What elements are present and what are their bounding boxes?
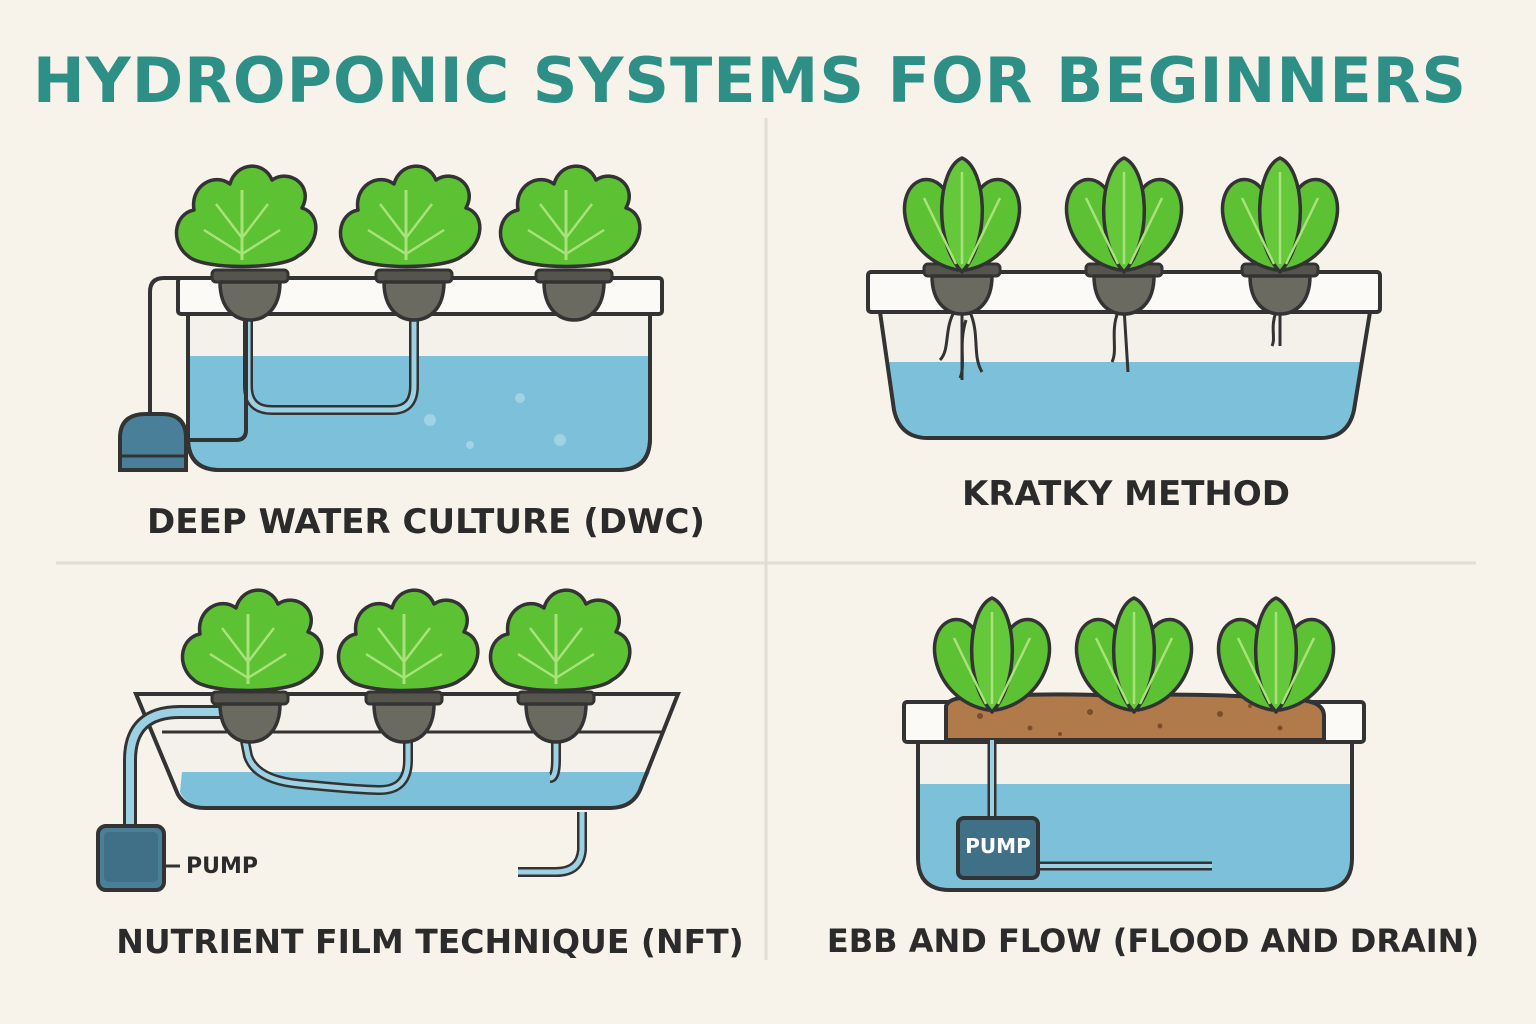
nft-illustration	[96, 588, 681, 892]
kratky-illustration	[866, 156, 1382, 440]
dwc-illustration	[118, 164, 664, 472]
nft-pump-label: PUMP	[186, 854, 259, 879]
caption-ebb-flow: EBB AND FLOW (FLOOD AND DRAIN)	[826, 922, 1480, 960]
page-title: HYDROPONIC SYSTEMS FOR BEGINNERS	[32, 44, 1468, 117]
caption-kratky: KRATKY METHOD	[961, 474, 1291, 514]
ebb-flow-illustration	[902, 596, 1366, 892]
caption-nft: NUTRIENT FILM TECHNIQUE (NFT)	[116, 922, 744, 961]
ebb-flow-pump-label: PUMP	[965, 834, 1031, 858]
caption-dwc: DEEP WATER CULTURE (DWC)	[147, 502, 705, 542]
